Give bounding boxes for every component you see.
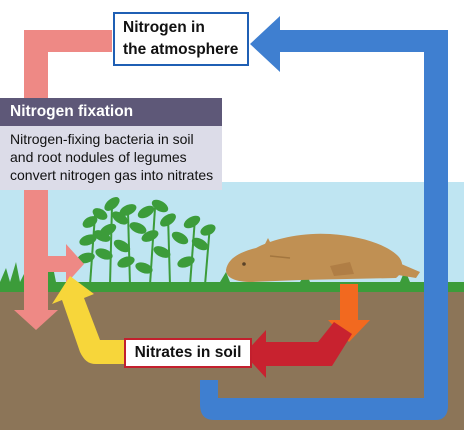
uptake-arrow <box>52 276 124 364</box>
fixation-description: Nitrogen-fixing bacteria in soil and roo… <box>0 126 222 190</box>
atmosphere-label-line1: Nitrogen in <box>123 19 205 36</box>
nitrates-in-soil-label: Nitrates in soil <box>124 338 252 368</box>
fixation-desc-line3: convert nitrogen gas into nitrates <box>10 167 214 183</box>
fixation-desc-line1: Nitrogen-fixing bacteria in soil <box>10 131 194 147</box>
fixation-arrow-to-plants <box>46 244 84 284</box>
legume-plants <box>77 197 216 286</box>
fixation-desc-line2: and root nodules of legumes <box>10 149 187 165</box>
atmosphere-label-line2: the atmosphere <box>123 41 239 58</box>
atmosphere-label-box: Nitrogen in the atmosphere <box>113 12 249 66</box>
fixation-title: Nitrogen fixation <box>0 98 222 126</box>
dead-animal <box>226 233 420 282</box>
decay-arrow-bottom <box>244 322 352 378</box>
